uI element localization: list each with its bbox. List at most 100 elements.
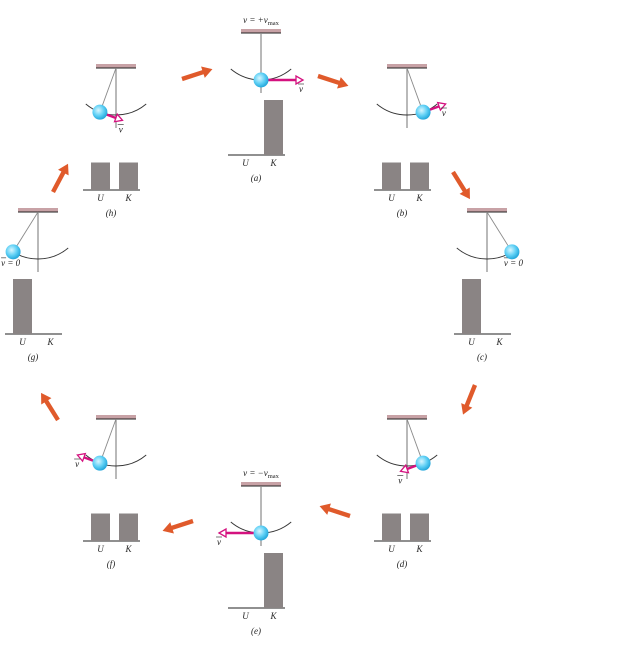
cycle-arrow-shape xyxy=(319,503,351,519)
ceiling-support xyxy=(387,415,427,419)
axis-label-u: U xyxy=(19,337,26,347)
panel-label: (f) xyxy=(107,559,116,569)
velocity-vector xyxy=(106,113,117,120)
potential-energy-bar xyxy=(382,513,401,541)
kinetic-energy-bar xyxy=(410,513,429,541)
axis-label-u: U xyxy=(468,337,475,347)
panel-b: vU K (b) xyxy=(374,64,447,218)
axis-label-u: U xyxy=(388,544,395,554)
pendulum-bob xyxy=(253,525,269,541)
pendulum-bob xyxy=(504,244,520,260)
kinetic-energy-bar xyxy=(410,162,429,190)
velocity-label: v xyxy=(442,108,446,118)
cycle-arrow-shape xyxy=(162,518,194,534)
cycle-arrow-shape xyxy=(51,163,69,194)
velocity-arrowhead-icon xyxy=(295,74,305,86)
pendulum-bob xyxy=(415,104,431,120)
potential-energy-bar xyxy=(13,279,32,334)
pendulum-bob xyxy=(92,455,108,471)
cycle-arrow-icon xyxy=(451,170,470,200)
panel-label: (g) xyxy=(28,352,39,362)
panel-label: (a) xyxy=(251,173,262,183)
axis-label-k: K xyxy=(495,337,503,347)
panel-label: (e) xyxy=(251,626,261,636)
ceiling-support xyxy=(241,482,281,486)
panel-label: (b) xyxy=(397,208,408,218)
axis-label-k: K xyxy=(415,544,423,554)
velocity-arrowhead-icon xyxy=(436,101,447,112)
panel-label: (d) xyxy=(397,559,408,569)
pendulum-bob xyxy=(253,72,269,88)
cycle-arrow-shape xyxy=(181,66,213,82)
pendulum-bob xyxy=(5,244,21,260)
panel-c: v = 0 U K (c) xyxy=(454,208,523,362)
cycle-arrow-icon xyxy=(162,518,194,534)
panel-title: v = −vmax xyxy=(243,468,280,480)
axis-label-k: K xyxy=(415,193,423,203)
ceiling-support xyxy=(96,415,136,419)
velocity-label: v xyxy=(119,124,123,134)
ceiling-support xyxy=(18,208,58,212)
kinetic-energy-bar xyxy=(264,100,283,155)
velocity-label: v xyxy=(398,475,402,485)
ceiling-support xyxy=(467,208,507,212)
panel-label: (c) xyxy=(477,352,487,362)
potential-energy-bar xyxy=(382,162,401,190)
ceiling-support xyxy=(241,29,281,33)
cycle-arrow-icon xyxy=(181,66,213,82)
velocity-vector xyxy=(429,105,440,111)
velocity-arrowhead-icon xyxy=(113,112,124,123)
velocity-label: v xyxy=(75,459,79,469)
pendulum-bob xyxy=(92,104,108,120)
cycle-arrow-icon xyxy=(461,384,478,415)
axis-label-k: K xyxy=(124,544,132,554)
kinetic-energy-bar xyxy=(119,513,138,541)
panel-title-main: v = +v xyxy=(243,15,268,25)
potential-energy-bar xyxy=(91,162,110,190)
velocity-label: v xyxy=(299,84,303,94)
velocity-arrowhead-icon xyxy=(217,527,227,539)
swing-arc xyxy=(85,103,147,116)
velocity-vector xyxy=(83,456,94,462)
pendulum-string xyxy=(99,67,117,113)
velocity-arrowhead-icon xyxy=(76,452,87,463)
cycle-arrow-shape xyxy=(317,73,349,89)
velocity-arrowhead-icon xyxy=(399,463,410,474)
pendulum-string xyxy=(99,418,117,464)
pendulum-bob xyxy=(415,455,431,471)
axis-label-u: U xyxy=(242,611,249,621)
panel-title-subscript: max xyxy=(268,20,280,27)
axis-label-u: U xyxy=(97,544,104,554)
kinetic-energy-bar xyxy=(119,162,138,190)
panel-f: vU K (f) xyxy=(74,415,147,569)
panel-label: (h) xyxy=(106,208,117,218)
axis-label-u: U xyxy=(97,193,104,203)
velocity-zero-label: v = 0 xyxy=(504,258,524,268)
pendulum-string xyxy=(486,211,513,253)
velocity-label: v xyxy=(217,537,221,547)
pendulum-string xyxy=(406,418,424,464)
panel-title-main: v = −v xyxy=(243,468,268,478)
cycle-arrow-icon xyxy=(41,392,60,422)
ceiling-support xyxy=(96,64,136,68)
panel-d: vU K (d) xyxy=(374,415,438,569)
panel-h: vU K (h) xyxy=(83,64,147,218)
cycle-arrow-icon xyxy=(317,73,349,89)
axis-label-k: K xyxy=(269,611,277,621)
potential-energy-bar xyxy=(91,513,110,541)
cycle-arrow-shape xyxy=(461,384,478,415)
panel-e: v = −vmax vU K (e) xyxy=(216,468,292,636)
axis-label-u: U xyxy=(388,193,395,203)
cycle-arrow-icon xyxy=(319,503,351,519)
swing-arc xyxy=(376,454,438,467)
panel-title-subscript: max xyxy=(268,473,280,480)
cycle-arrow-shape xyxy=(451,170,470,200)
velocity-vector xyxy=(406,464,417,471)
panel-title: v = +vmax xyxy=(243,15,280,27)
cycle-arrow-shape xyxy=(41,392,60,422)
axis-label-k: K xyxy=(124,193,132,203)
axis-label-k: K xyxy=(269,158,277,168)
